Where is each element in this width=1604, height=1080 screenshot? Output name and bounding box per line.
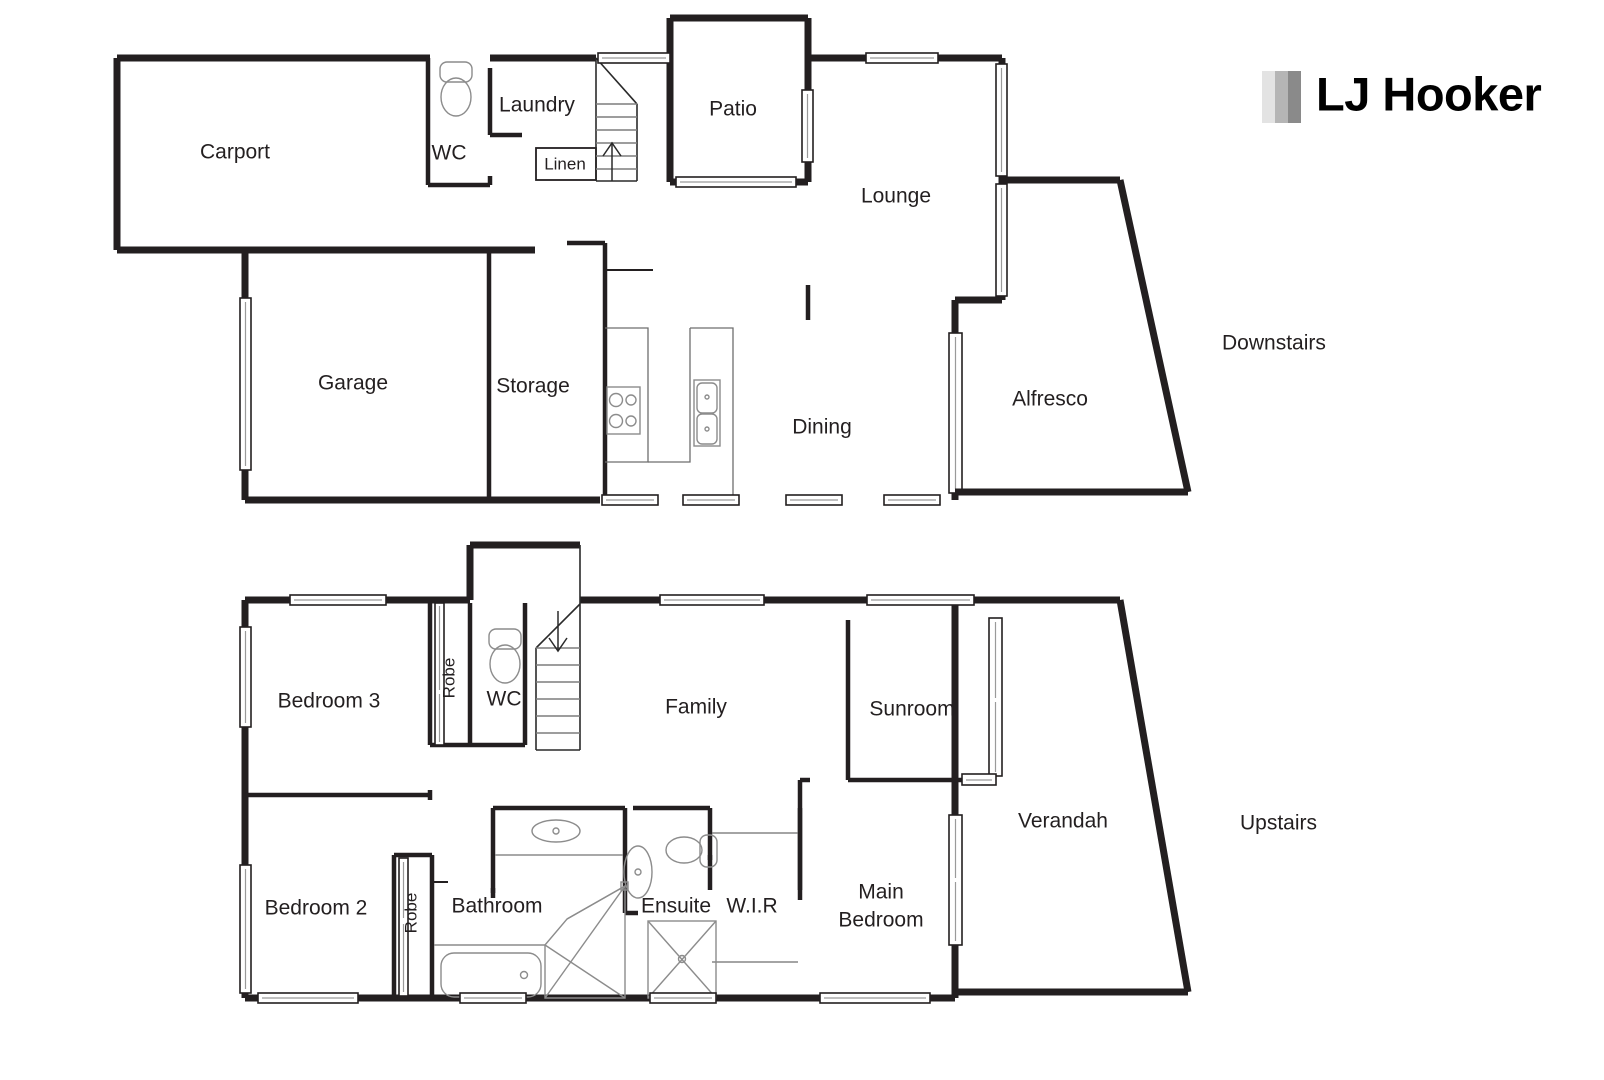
logo-bar-mid	[1275, 71, 1288, 123]
room-label-linen: Linen	[544, 154, 586, 173]
stairs-up-downstairs	[595, 57, 638, 182]
upstairs-west-windows	[239, 626, 252, 994]
floor-label-downstairs: Downstairs	[1222, 332, 1326, 355]
stairs-down-upstairs	[535, 545, 581, 751]
alfresco-window-west	[948, 332, 963, 494]
patio-window-east	[801, 89, 814, 163]
kitchen-double-sink-icon	[693, 379, 721, 447]
room-label-laundry: Laundry	[499, 94, 575, 117]
carport-walls	[113, 54, 431, 254]
room-label-robe-b2: Robe	[401, 893, 420, 934]
stairs-up-arrow-icon	[602, 141, 622, 181]
room-label-patio: Patio	[709, 98, 757, 121]
toilet-downstairs-icon	[439, 61, 473, 117]
lj-hooker-logo: LJ Hooker	[1262, 67, 1542, 123]
main-bedroom-window-east	[948, 814, 963, 946]
bedroom3-robe-wc-walls	[245, 541, 580, 800]
upstairs-plan: Bedroom 3 Robe WC Family Sunroom Veranda…	[239, 541, 1317, 1004]
room-label-wc-up: WC	[487, 688, 522, 711]
room-label-main-bedroom-line1: Main	[858, 881, 904, 904]
logo-bar-dark	[1288, 71, 1301, 123]
wir-shelf	[712, 832, 798, 963]
lounge-window-east-upper	[995, 63, 1008, 177]
bathroom-vanity-icon	[495, 819, 623, 856]
room-label-main-bedroom-line2: Bedroom	[838, 909, 923, 932]
lounge-window-east-lower	[995, 183, 1008, 297]
garage-window-west	[239, 297, 252, 471]
family-window-north	[659, 594, 765, 606]
lounge-walls	[805, 54, 1120, 500]
ensuite-shower-icon	[647, 920, 717, 999]
room-label-family: Family	[665, 696, 727, 719]
ensuite-toilet-icon	[665, 834, 718, 868]
brand-name: LJ Hooker	[1316, 67, 1542, 120]
room-label-garage: Garage	[318, 372, 388, 395]
ensuite-basin-icon	[623, 845, 653, 899]
lounge-window-north	[865, 52, 939, 64]
kitchen-bench-right	[648, 327, 734, 500]
alfresco-walls	[955, 179, 1192, 496]
stairs-down-arrow-icon	[548, 611, 568, 653]
logo-bar-light	[1262, 71, 1275, 123]
room-label-bedroom-2: Bedroom 2	[265, 897, 368, 920]
robe-b3-shelf	[434, 602, 445, 746]
room-label-bathroom: Bathroom	[451, 895, 542, 918]
wc-downstairs-walls	[428, 68, 522, 188]
room-label-alfresco: Alfresco	[1012, 388, 1088, 411]
room-label-ensuite: Ensuite	[641, 895, 711, 918]
patio-door-south	[675, 176, 797, 188]
sunroom-window-north	[866, 594, 975, 606]
bathroom-robe-walls	[391, 852, 448, 998]
sunroom-door-south	[961, 773, 997, 786]
toilet-upstairs-icon	[488, 628, 522, 684]
room-label-wc-down: WC	[432, 142, 467, 165]
bedroom3-window-north	[289, 594, 387, 606]
downstairs-south-windows	[601, 494, 941, 506]
room-label-carport: Carport	[200, 141, 270, 164]
kitchen-bench-left	[605, 327, 649, 463]
room-label-robe-b3: Robe	[439, 658, 458, 699]
sunroom-window-east	[988, 617, 1003, 777]
kitchen-cooktop-icon	[606, 386, 641, 435]
upstairs-south-windows	[257, 992, 931, 1004]
room-label-verandah: Verandah	[1018, 810, 1108, 833]
storage-kitchen-walls	[567, 240, 653, 500]
room-label-sunroom: Sunroom	[869, 698, 954, 721]
bathroom-shower-icon	[544, 881, 629, 999]
room-label-bedroom-3: Bedroom 3	[278, 690, 381, 713]
bathtub-icon	[434, 944, 545, 998]
room-label-lounge: Lounge	[861, 185, 931, 208]
room-label-dining: Dining	[792, 416, 852, 439]
room-label-storage: Storage	[496, 375, 570, 398]
downstairs-plan: Carport WC Laundry Linen Patio Lounge Ga…	[113, 14, 1326, 506]
floor-label-upstairs: Upstairs	[1240, 812, 1317, 835]
room-label-wir: W.I.R	[726, 895, 777, 918]
stairs-window-north	[597, 52, 671, 64]
robe-b2-shelf	[398, 857, 409, 997]
